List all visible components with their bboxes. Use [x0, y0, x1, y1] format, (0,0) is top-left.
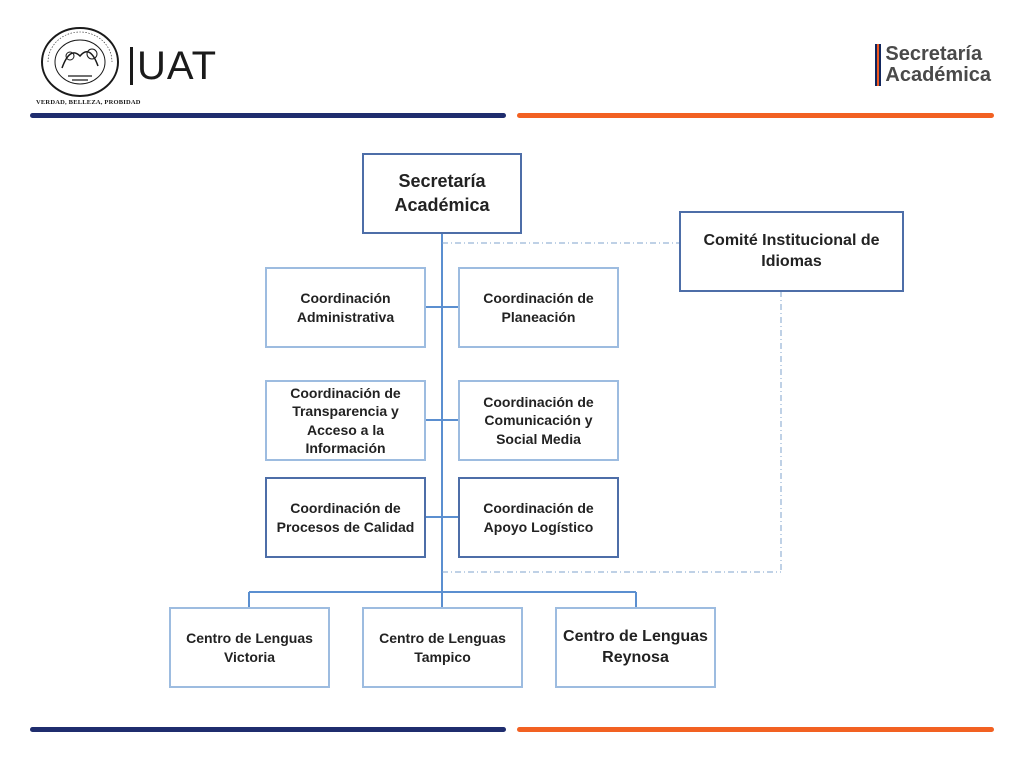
seal-motto: VERDAD, BELLEZA, PROBIDAD [36, 99, 141, 106]
brand-line-1: Secretaría [885, 43, 983, 65]
center-label: Centro de Lenguas Tampico [379, 630, 506, 665]
center-label: Centro de Lenguas Reynosa [563, 627, 708, 666]
org-box-centro-tampico: Centro de Lenguas Tampico [362, 607, 523, 688]
org-box-centro-reynosa: Centro de Lenguas Reynosa [555, 607, 716, 688]
org-box-coord-planeacion: Coordinación de Planeación [458, 267, 619, 348]
org-box-secretaria-academica: Secretaría Académica [362, 153, 522, 234]
brand-bar-icon [875, 44, 882, 86]
coord-label: Coordinación de Transparencia y Acceso a… [290, 385, 401, 456]
coord-label: Coordinación Administrativa [296, 290, 395, 325]
top-box-line-2: Académica [394, 194, 490, 215]
org-box-centro-victoria: Centro de Lenguas Victoria [169, 607, 330, 688]
center-label: Centro de Lenguas Victoria [186, 630, 313, 665]
footer-stripe-blue [30, 727, 506, 732]
header-stripe-blue [30, 113, 506, 118]
coord-label: Coordinación de Comunicación y Social Me… [483, 394, 594, 447]
university-seal-icon [40, 26, 120, 98]
uat-logo: UAT [130, 44, 217, 88]
coord-label: Coordinación de Planeación [483, 290, 594, 325]
committee-label: Comité Institucional de Idiomas [703, 231, 880, 270]
org-box-coord-calidad: Coordinación de Procesos de Calidad [265, 477, 426, 558]
coord-label: Coordinación de Apoyo Logístico [483, 500, 594, 535]
coord-label: Coordinación de Procesos de Calidad [276, 500, 415, 535]
org-box-coord-administrativa: Coordinación Administrativa [265, 267, 426, 348]
org-box-coord-apoyo-logistico: Coordinación de Apoyo Logístico [458, 477, 619, 558]
org-box-comite-idiomas: Comité Institucional de Idiomas [679, 211, 904, 292]
uat-logo-bar [130, 47, 133, 85]
brand-text: Secretaría Académica [885, 44, 991, 86]
footer-stripe-orange [517, 727, 994, 732]
top-box-line-1: Secretaría [398, 171, 486, 192]
brand-line-2: Académica [885, 64, 991, 86]
header-stripe-orange [517, 113, 994, 118]
secretaria-academica-logo: Secretaría Académica [875, 44, 991, 86]
org-box-coord-comunicacion: Coordinación de Comunicación y Social Me… [458, 380, 619, 461]
uat-logo-text: UAT [137, 44, 218, 88]
org-box-coord-transparencia: Coordinación de Transparencia y Acceso a… [265, 380, 426, 461]
